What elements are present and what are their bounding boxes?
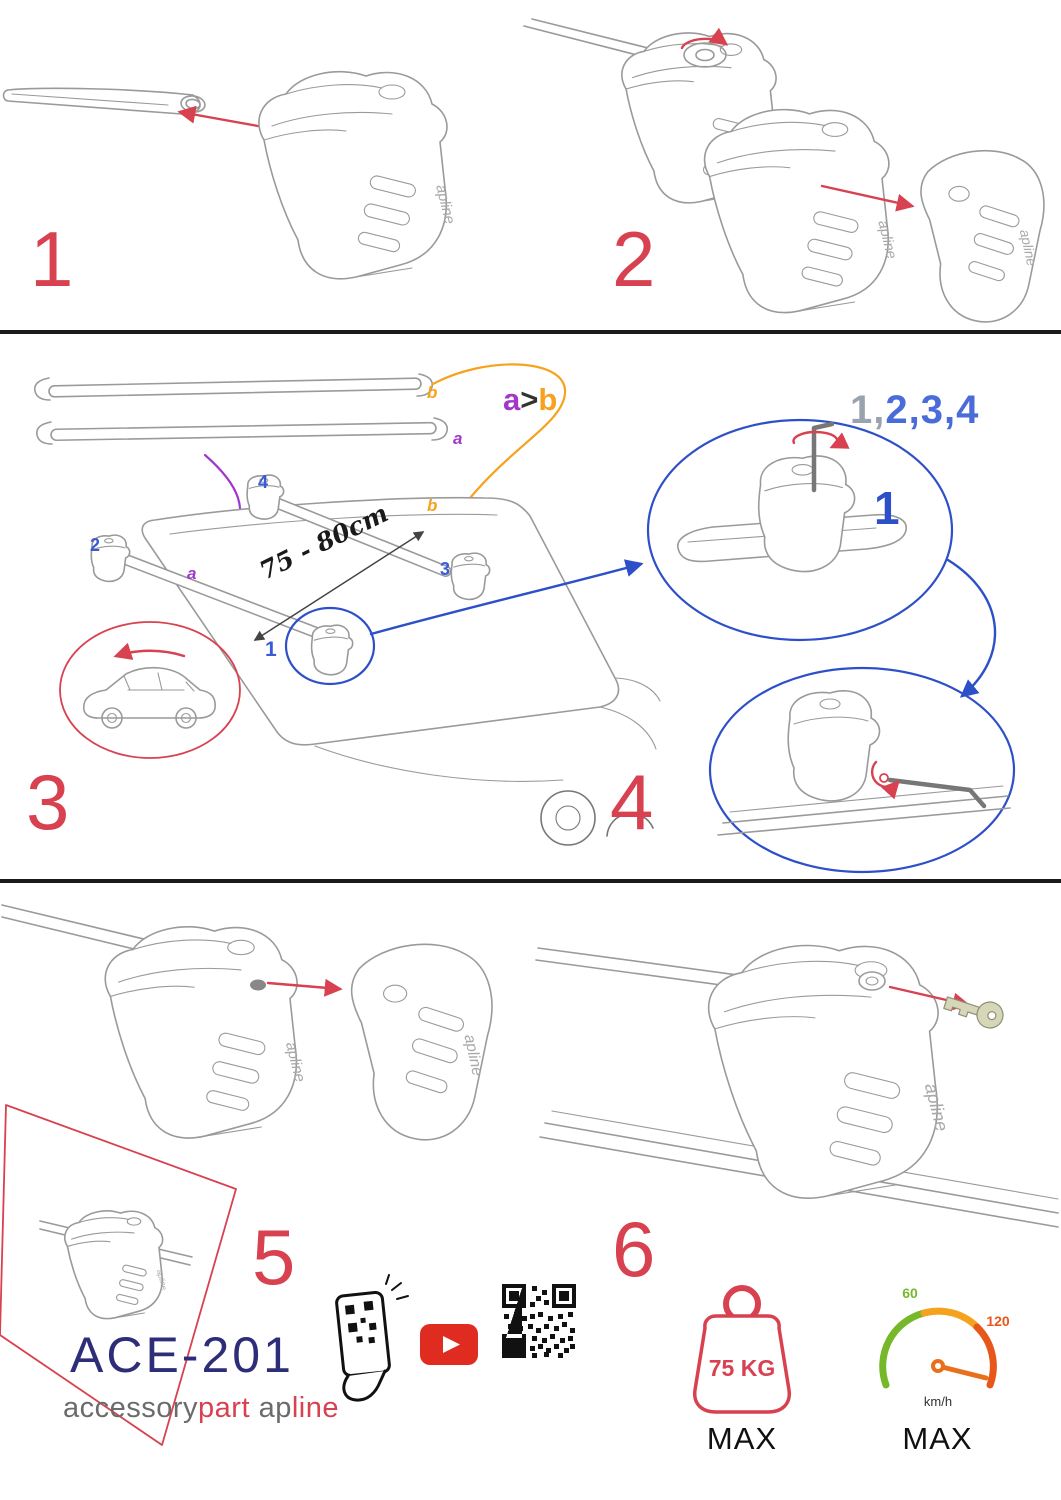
roof-bar-b-label: b — [427, 496, 437, 515]
lock-cylinder — [859, 972, 885, 990]
zoom-connector — [948, 560, 995, 698]
zoom-circle-top — [648, 420, 952, 640]
rotate-side-arrow — [872, 762, 900, 800]
speed-low-label: 60 — [902, 1285, 918, 1301]
car-direction-arrow — [113, 642, 184, 660]
car-inset-circle — [60, 622, 240, 758]
roof-position-1: 1 — [265, 638, 277, 661]
mount-order-note: a>b — [503, 382, 557, 417]
sequence-first: 1, — [850, 388, 886, 432]
step-5-number: 5 — [252, 1213, 296, 1301]
bar-distance-arrow — [253, 531, 425, 641]
step-6-illustration — [520, 944, 1061, 1325]
foot-illustration — [258, 70, 460, 280]
section-divider-1 — [0, 330, 1061, 334]
roof-position-4: 4 — [258, 472, 268, 492]
weight-max-label: MAX — [706, 1421, 778, 1456]
insert-direction-arrow — [177, 105, 258, 126]
roof-position-3: 3 — [440, 559, 450, 579]
key-icon — [942, 988, 1006, 1031]
foot-lower — [703, 108, 901, 314]
crossbar-tube — [4, 88, 206, 114]
attach-cover-arrow — [268, 978, 343, 997]
sequence-rest: 2,3,4 — [885, 388, 980, 432]
max-weight-badge: 75 KG MAX — [672, 1278, 812, 1457]
crossbar-b-packed — [35, 374, 432, 400]
attach-cover-arrow — [822, 186, 915, 212]
phone-scan-icon — [335, 1274, 409, 1402]
step-4-illustration: 1 — [618, 398, 1061, 882]
brand-accessory: accessory — [63, 1392, 199, 1424]
youtube-icon — [420, 1324, 478, 1365]
foot-illustration — [707, 944, 954, 1200]
detail-region-outline — [0, 1105, 236, 1445]
model-number: ACE-201 — [70, 1327, 294, 1383]
step-3-illustration: b a a>b 2 4 1 3 — [15, 348, 660, 883]
cover-illustration — [350, 943, 493, 1141]
step-1-number: 1 — [30, 215, 74, 303]
zoom-link-arrow — [371, 559, 644, 634]
speed-max-label: MAX — [902, 1421, 973, 1456]
speed-max-icon: 60 120 km/h — [878, 1285, 1010, 1409]
brand-line-red: line — [291, 1392, 340, 1424]
adjuster-dial — [684, 43, 726, 67]
roof-bar-a-label: a — [187, 564, 196, 583]
step-4-number: 4 — [610, 758, 654, 846]
speed-high-label: 120 — [986, 1313, 1010, 1329]
zoom-bottom-content — [718, 689, 1010, 835]
section-divider-2 — [0, 879, 1061, 883]
roof-position-2: 2 — [90, 535, 100, 555]
step-5-illustration — [0, 893, 493, 1465]
order-a: a — [503, 382, 521, 417]
speed-unit-label: km/h — [923, 1394, 951, 1409]
step-6-number: 6 — [612, 1205, 656, 1293]
bar-a-label: a — [453, 429, 462, 448]
zoom-top-content: 1 — [678, 424, 906, 573]
order-gt: > — [520, 382, 538, 417]
step-1-illustration — [0, 70, 460, 280]
weight-value: 75 KG — [709, 1355, 775, 1381]
qr-code-icon — [502, 1284, 576, 1358]
car-inset-sketch — [84, 642, 215, 728]
weight-max-icon: 75 KG — [693, 1285, 791, 1414]
step-2-illustration — [520, 18, 1045, 323]
rotate-dial-arrow — [682, 27, 729, 48]
zoom-target-circle — [286, 608, 374, 684]
brand-line: accessorypart apline — [63, 1392, 339, 1425]
max-speed-badge: 60 120 km/h MAX — [855, 1278, 1020, 1457]
brand-part: part — [198, 1392, 251, 1424]
step-2-number: 2 — [612, 215, 656, 303]
foot-illustration — [104, 925, 310, 1139]
cover-illustration — [920, 149, 1045, 323]
zoom-circle-label: 1 — [874, 482, 900, 534]
brand-ap: ap — [258, 1392, 292, 1424]
rotate-tighten-arrow — [793, 432, 850, 449]
bar-b-label: b — [427, 383, 437, 402]
order-b: b — [538, 382, 557, 417]
zoom-circle-bottom — [710, 668, 1014, 872]
assembled-unit-inset — [40, 1210, 192, 1320]
step-3-number: 3 — [26, 758, 70, 846]
lock-hole — [250, 979, 266, 991]
phone-qr-screen — [344, 1300, 377, 1344]
fit-all-feet-note: 1,2,3,4 — [850, 388, 979, 433]
crossbar-a-packed — [37, 418, 447, 444]
